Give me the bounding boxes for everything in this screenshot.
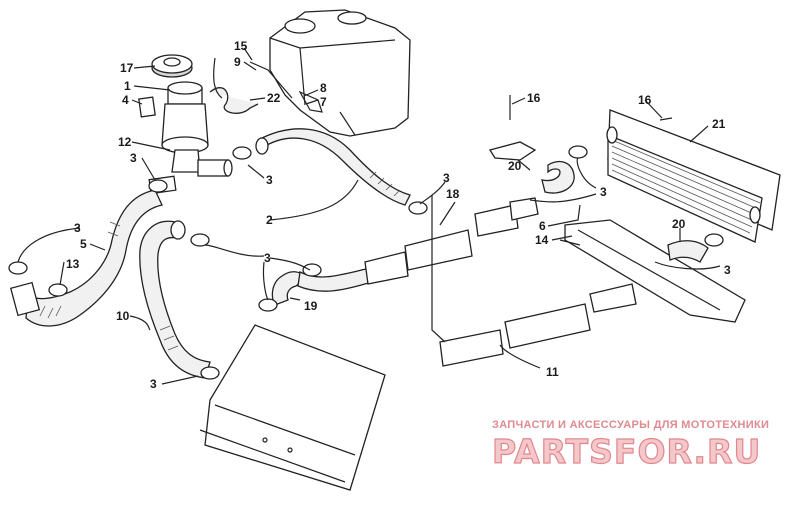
callout-9: 9 [234, 55, 241, 69]
callout-15: 15 [234, 39, 248, 53]
callout-21: 21 [712, 117, 726, 131]
callout-12: 12 [118, 135, 132, 149]
callout-7: 7 [320, 95, 327, 109]
leader-lines [17, 47, 721, 385]
callout-22: 22 [267, 91, 281, 105]
callout-5: 5 [80, 237, 87, 251]
lower-left-hose [139, 220, 211, 379]
upper-hose [255, 128, 411, 206]
callout-17: 17 [120, 61, 134, 75]
watermark: ЗАПЧАСТИ И АКСЕССУАРЫ ДЛЯ МОТОТЕХНИКИ PA… [491, 419, 769, 472]
hose-19 [271, 271, 307, 306]
heat-exchanger-radiator [606, 109, 781, 243]
mounting-bracket [559, 219, 746, 323]
lower-panel [199, 324, 386, 491]
callout-3b: 3 [266, 173, 273, 187]
callout-3d: 3 [150, 377, 157, 391]
filler-neck-assembly [138, 81, 233, 195]
callout-19: 19 [304, 299, 318, 313]
callout-4: 4 [122, 93, 129, 107]
callout-20a: 20 [508, 159, 522, 173]
callout-labels: 17 1 4 12 3 15 9 22 8 7 3 2 3 5 13 10 3 … [66, 39, 731, 391]
callout-3h: 3 [724, 263, 731, 277]
callout-14: 14 [535, 233, 549, 247]
callout-16a: 16 [527, 91, 541, 105]
callout-8: 8 [320, 81, 327, 95]
callout-3e: 3 [264, 251, 271, 265]
hose-clamps [8, 145, 724, 380]
callout-18: 18 [446, 187, 460, 201]
lower-ducts [431, 195, 637, 367]
watermark-tagline: ЗАПЧАСТИ И АКСЕССУАРЫ ДЛЯ МОТОТЕХНИКИ [492, 419, 769, 431]
callout-3c: 3 [74, 221, 81, 235]
sensors [488, 95, 673, 161]
callout-16b: 16 [638, 93, 652, 107]
callout-6: 6 [539, 219, 546, 233]
callout-13: 13 [66, 257, 80, 271]
callout-20b: 20 [672, 217, 686, 231]
radiator-cap [151, 54, 193, 78]
callout-2: 2 [266, 213, 273, 227]
reservoir-tank [269, 9, 411, 137]
callout-3f: 3 [443, 171, 450, 185]
center-ducts [297, 197, 539, 292]
callout-11: 11 [546, 365, 559, 379]
watermark-brand: PARTSFOR.RU [492, 432, 761, 471]
callout-1: 1 [124, 79, 131, 93]
callout-10: 10 [116, 309, 130, 323]
hoses-20 [541, 161, 709, 263]
callout-3a: 3 [130, 151, 137, 165]
left-hose [9, 189, 163, 327]
callout-3g: 3 [600, 185, 607, 199]
